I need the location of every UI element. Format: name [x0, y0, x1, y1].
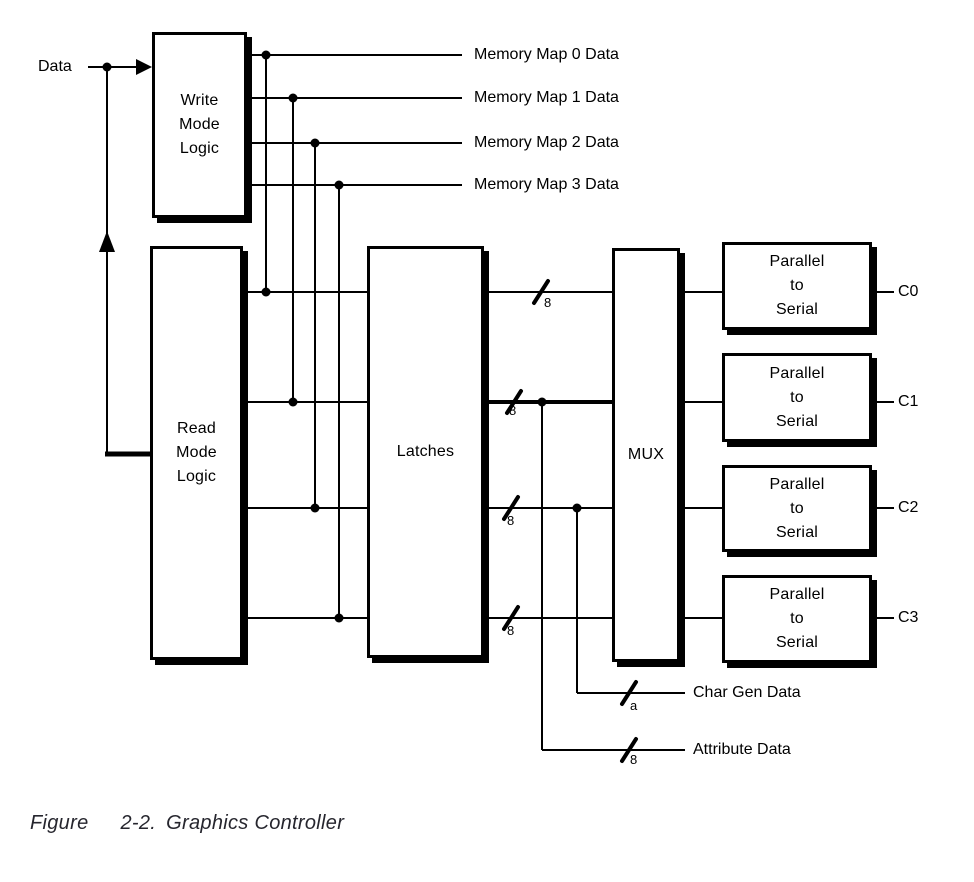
bus-slash-icon-1 [505, 389, 523, 415]
bus-width-label-chargen: a [630, 698, 638, 713]
bus-slash-icon-3 [502, 605, 520, 631]
latches-block: Latches [367, 246, 484, 658]
parallel-to-serial-block-1: Parallel to Serial [722, 353, 872, 442]
parallel-to-serial-label: Parallel to Serial [769, 475, 825, 541]
attribute-data-label: Attribute Data [693, 741, 791, 758]
write-mode-logic-block: Write Mode Logic [152, 32, 247, 218]
bus-width-label-attribute: 8 [630, 752, 638, 767]
junction-dot [288, 93, 298, 103]
junction-dot [261, 50, 271, 60]
memory-map-3-label: Memory Map 3 Data [474, 176, 619, 193]
bus-width-label-3: 8 [507, 623, 515, 638]
junction-dot [310, 503, 320, 513]
junction-dot [334, 180, 344, 190]
memory-map-0-label: Memory Map 0 Data [474, 46, 619, 63]
bus-slash-icon-0 [532, 279, 550, 305]
output-c3-label: C3 [898, 609, 919, 626]
parallel-to-serial-block-3: Parallel to Serial [722, 575, 872, 663]
bus-slash-icon-2 [502, 495, 520, 521]
junction-dot [537, 397, 547, 407]
junction-dot [102, 62, 112, 72]
mux-label: MUX [627, 446, 665, 463]
output-c2-label: C2 [898, 499, 919, 516]
read-mode-logic-label: Read Mode Logic [176, 420, 217, 485]
memory-map-1-label: Memory Map 1 Data [474, 89, 619, 106]
bus-width-label-0: 8 [544, 295, 552, 310]
write-mode-logic-label: Write Mode Logic [179, 92, 220, 157]
parallel-to-serial-label: Parallel to Serial [769, 253, 825, 318]
figure-caption-prefix: Figure [30, 812, 89, 834]
figure-caption: Figure 2-2. Graphics Controller [30, 812, 344, 835]
figure-caption-title: Graphics Controller [166, 812, 345, 834]
feedback-up-arrowhead-icon [99, 231, 115, 252]
figure-caption-number: 2-2. [120, 812, 157, 834]
mux-block: MUX [612, 248, 680, 662]
junction-dot [572, 503, 582, 513]
read-mode-logic-block: Read Mode Logic [150, 246, 243, 660]
data-input-label: Data [38, 58, 72, 75]
parallel-to-serial-block-2: Parallel to Serial [722, 465, 872, 552]
bus-width-label-1: 8 [509, 403, 517, 418]
parallel-to-serial-label: Parallel to Serial [769, 586, 825, 651]
junction-dot [334, 613, 344, 623]
char-gen-data-label: Char Gen Data [693, 684, 801, 701]
junction-dot [310, 138, 320, 148]
bus-slash-icon-chargen [620, 680, 638, 706]
latches-label: Latches [396, 443, 455, 460]
output-c1-label: C1 [898, 393, 919, 410]
output-c0-label: C0 [898, 283, 919, 300]
parallel-to-serial-label: Parallel to Serial [769, 364, 825, 430]
bus-slash-icon-attribute [620, 737, 638, 763]
memory-map-2-label: Memory Map 2 Data [474, 134, 619, 151]
junction-dot [261, 287, 271, 297]
bus-width-label-2: 8 [507, 513, 515, 528]
data-input-arrowhead-icon [136, 59, 152, 75]
parallel-to-serial-block-0: Parallel to Serial [722, 242, 872, 330]
junction-dot [288, 397, 298, 407]
